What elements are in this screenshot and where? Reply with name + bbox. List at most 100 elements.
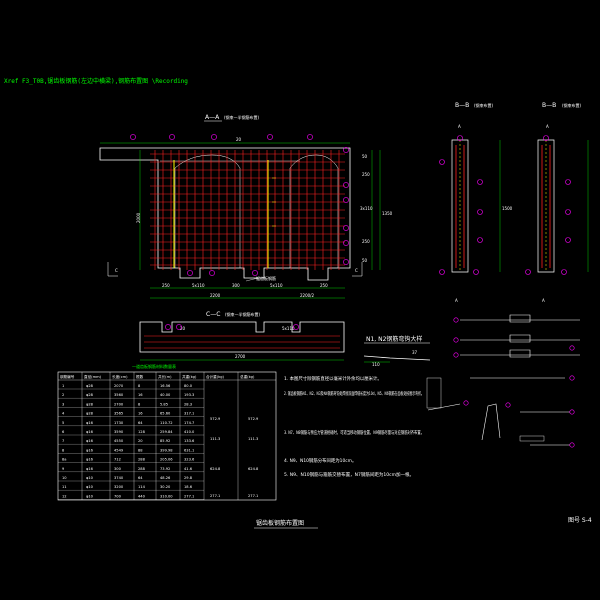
subtotal-2: 572.9 [248,417,259,421]
dim-bottom-total-left: 2200 [210,293,221,298]
table-cell: φ16 [86,458,94,462]
table-header-cell: 钢筋编号 [60,374,75,379]
table-cell: φ16 [86,430,94,434]
dim-bottom-seg-5: 250 [320,283,328,288]
table-cell: 8a [62,458,67,462]
dim-bottom-total-right: 2200/2 [300,293,315,298]
section-aa-rebar-grid [150,150,345,270]
table-cell: 410.0 [184,430,195,434]
section-bb1-view: B—B (钢束布置) A 1500 A [439,102,513,303]
table-cell: φ10 [86,476,94,480]
table-cell: φ16 [86,439,94,443]
table-cell: φ28 [86,384,94,388]
subtotal-8: 277.1 [248,494,258,498]
note-3: 3. N7、N8钢筋与预应力管道相碰时，可适当移动钢筋位置，N9钢筋尽量与对应钢… [284,429,424,436]
table-cell: 5 [62,421,64,425]
dim-bottom-seg-4: 5x110 [270,283,283,288]
table-cell: 1730 [114,421,124,425]
section-aa-bubbles [130,134,349,276]
table-header-cell: 长度(cm) [112,374,128,379]
table-cell: 8 [138,384,141,388]
section-bb2-sub: (钢束布置) [562,102,582,108]
table-cell: 3200 [114,485,124,489]
drawing-number: 图号 S-4 [568,517,592,524]
table-cell: 9 [62,467,65,471]
notes-block: 1. 本图尺寸除钢筋直径以毫米计外余均以厘米计。 2. 锯齿板钢筋N1、N2、N… [284,375,424,478]
section-aa-outline [99,147,351,281]
cc-dim-20: 20 [180,326,186,331]
table-cell: 259.84 [160,430,173,434]
cut-c-right: C [355,268,358,273]
section-cc-label: C—C [206,311,220,318]
section-cc-sub: (钢束一半钢筋布置) [225,311,261,317]
dim-top-span: 20 [236,137,242,142]
table-cell: 64 [138,421,143,425]
cc-dim-total: 2700 [235,354,246,359]
table-cell: 41.6 [184,467,193,471]
table-cell: 7 [62,439,64,443]
subtotal-6: 624.8 [248,467,259,471]
table-cell: 20 [138,439,143,443]
table-cell: 8 [138,402,141,406]
n-callout-label: N1, N2钢筋弯钩大样 [366,335,422,343]
table-cell: 3740 [114,476,124,480]
table-title: 一道齿板钢筋材料数量表 [132,363,176,369]
dim-bottom-seg-1: 250 [162,283,170,288]
table-cell: 64 [138,476,143,480]
section-cc-outline [139,321,345,353]
section-bb1-sub: (钢束布置) [474,102,494,108]
note-5: 5. N9、N10钢筋与箍筋交替布置，N7钢筋间距为10cm加一根。 [284,471,414,478]
table-cell: 18.6 [184,485,193,489]
subtotal-1: 572.9 [210,417,221,421]
table-cell: 29.8 [184,476,193,480]
table-cell: 277.1 [184,494,194,498]
callout-label: 锯齿板钢筋 [256,275,276,281]
section-aa-label: A—A [205,114,220,121]
table-cell: 16 [138,393,143,397]
section-bb2-view: B—B (钢束布置) A A [525,102,589,303]
table-cell: 440 [138,494,146,498]
n-dim-1: 110 [372,362,380,367]
table-cell: 128 [138,430,146,434]
table-header-cell: 共长(m) [158,374,172,379]
note-2: 2. 锯齿板钢筋N1、N2、N3及N4钢筋弯钩处焊接双面焊缝长度为10d，N5、… [284,390,424,397]
table-cell: 3560 [114,393,124,397]
table-cell: φ10 [86,485,94,489]
dim-right-2: 250 [362,172,370,177]
material-table: 一道齿板钢筋材料数量表 钢筋编号直径(mm)长度(cm)根数共长(m)共重(kg… [57,363,277,501]
table-cell: 631.1 [184,448,194,452]
table-cell: 30.20 [160,485,171,489]
table-cell: φ28 [86,402,94,406]
dim-right-4: 250 [362,239,370,244]
table-cell: 73.92 [160,467,170,471]
section-bb2-label: B—B [542,102,556,109]
table-cell: 85.92 [160,439,170,443]
bb1-dim: 1500 [502,206,513,211]
dim-bottom-seg-3: 300 [232,283,240,288]
table-header-cell: 根数 [136,374,144,379]
table-cell: 300 [114,467,122,471]
table-cell: 310.00 [160,494,173,498]
table-cell: 8 [62,448,65,452]
note-1: 1. 本图尺寸除钢筋直径以毫米计外余均以厘米计。 [284,375,382,382]
table-cell: 399.98 [160,448,173,452]
table-cell: 288 [138,458,146,462]
table-cell: 133.6 [184,439,195,443]
table-cell: 2700 [114,402,124,406]
subtotal-7: 277.1 [210,494,220,498]
table-cell: 4550 [114,439,124,443]
subtotal-5: 624.8 [210,467,221,471]
section-aa-sub: (钢束一半钢筋布置) [224,114,260,120]
table-cell: 700 [114,494,122,498]
table-cell: φ16 [86,448,94,452]
rebar-shape-details [427,314,580,446]
table-header-cell: 直径(mm) [84,374,102,379]
table-cell: 12 [62,494,67,498]
table-cell: 16 [138,412,143,416]
cut-a-2: A [455,298,458,303]
table-cell: φ28 [86,393,94,397]
table-cell: 4549 [114,448,124,452]
table-header-cell: 总重(kg) [240,374,255,379]
